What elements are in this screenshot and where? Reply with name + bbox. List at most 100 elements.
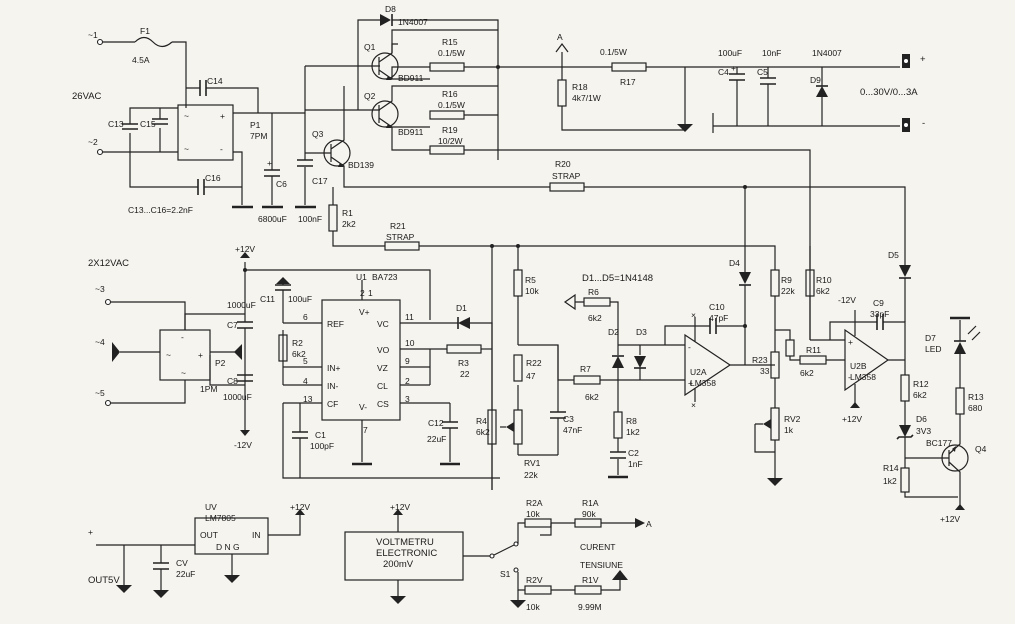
terminal-4-arrow	[112, 342, 120, 362]
c3-ref: C3	[563, 414, 574, 424]
r13-ref: R13	[968, 392, 984, 402]
q3-value: BD139	[348, 160, 374, 170]
svg-text:+: +	[198, 350, 203, 360]
opamp-u2b	[844, 328, 890, 392]
capacitor-c14	[199, 80, 207, 96]
r10-ref: R10	[816, 275, 832, 285]
svg-text:-: -	[848, 372, 851, 382]
rv1-value: 22k	[524, 470, 538, 480]
d2-ref: D2	[608, 327, 619, 337]
capacitor-c5	[760, 77, 776, 85]
capacitor-c2	[610, 451, 626, 459]
resistor-r8	[613, 411, 623, 439]
r20-ref: R20	[555, 159, 571, 169]
r7-ref: R7	[580, 364, 591, 374]
c17-value: 100nF	[298, 214, 322, 224]
terminal-2-label: ~2	[88, 137, 98, 147]
resistor-r13	[955, 387, 965, 415]
c17-ref: C17	[312, 176, 328, 186]
c1-ref: C1	[315, 430, 326, 440]
switch-s1	[493, 544, 515, 556]
regulator-5v: + OUT5V UV LM7805 OUT IN D N G +12V CV 2…	[88, 502, 310, 598]
r21-value: STRAP	[386, 232, 415, 242]
p2-value: 1PM	[200, 384, 217, 394]
svg-text:~: ~	[184, 144, 189, 154]
resistor-r10	[805, 269, 815, 297]
uv-value: LM7805	[205, 513, 236, 523]
resistor-r20	[549, 182, 585, 192]
terminal-5-label: ~5	[95, 388, 105, 398]
capacitor-c12	[442, 421, 458, 429]
d4-ref: D4	[729, 258, 740, 268]
s1-pos2: TENSIUNE	[580, 560, 623, 570]
resistor-r6	[583, 297, 611, 307]
c15-ref: C15	[140, 119, 156, 129]
r3-ref: R3	[458, 358, 469, 368]
ground-triangle	[563, 293, 576, 311]
resistor-r23	[770, 351, 780, 379]
c2-value: 1nF	[628, 459, 643, 469]
d7-value: LED	[925, 344, 942, 354]
svg-text:×: ×	[691, 400, 696, 410]
resistor-r7	[573, 375, 601, 385]
transistor-q2	[371, 100, 399, 128]
r11-value: 6k2	[800, 368, 814, 378]
diodes-note: D1...D5=1N4148	[582, 273, 653, 284]
r23-value: 33	[760, 366, 770, 376]
r2-ref: R2	[292, 338, 303, 348]
r1v-ref: R1V	[582, 575, 599, 585]
svg-text:V-: V-	[359, 402, 367, 412]
s1-ref: S1	[500, 569, 511, 579]
terminal-3-label: ~3	[95, 284, 105, 294]
r17-value: 0.1/5W	[600, 47, 627, 57]
r16-ref: R16	[442, 89, 458, 99]
svg-text:~: ~	[181, 368, 186, 378]
r12-value: 6k2	[913, 390, 927, 400]
d3-ref: D3	[636, 327, 647, 337]
q1-value: BD911	[398, 73, 424, 83]
r19-ref: R19	[442, 125, 458, 135]
svg-text:10: 10	[405, 338, 415, 348]
c10-ref: C10	[709, 302, 725, 312]
r9-value: 22k	[781, 286, 795, 296]
led-d7	[954, 342, 966, 354]
r12-ref: R12	[913, 379, 929, 389]
d8-value: 1N4007	[398, 17, 428, 27]
svg-text:5: 5	[303, 356, 308, 366]
svg-text:VZ: VZ	[377, 363, 388, 373]
u2a-ref: U2A	[690, 367, 707, 377]
diode-d1	[458, 317, 470, 329]
cv-ref: CV	[176, 558, 188, 568]
q2-ref: Q2	[364, 91, 376, 101]
uv-ref: UV	[205, 502, 217, 512]
svg-text:CL: CL	[377, 381, 388, 391]
ac-aux-label: 2X12VAC	[88, 258, 129, 269]
q2-value: BD911	[398, 127, 424, 137]
u2b-value: LM358	[850, 372, 876, 382]
testpoint-a	[555, 43, 569, 53]
testpoint-a-label: A	[557, 32, 563, 42]
r21-ref: R21	[390, 221, 406, 231]
capacitor-c8	[237, 374, 253, 382]
r6-value: 6k2	[588, 313, 602, 323]
c7-value: 1000uF	[227, 300, 256, 310]
svg-text:+: +	[848, 337, 853, 347]
svg-text:7: 7	[363, 425, 368, 435]
bridge-p1	[177, 104, 234, 161]
output-minus-label: -	[922, 118, 925, 129]
d7-ref: D7	[925, 333, 936, 343]
resistor-r1	[328, 204, 338, 232]
caps-note: C13...C16=2.2nF	[128, 205, 193, 215]
r23-ref: R23	[752, 355, 768, 365]
capacitor-c16	[197, 179, 205, 195]
capacitor-c3	[550, 411, 566, 419]
switch-s1-common	[489, 553, 495, 559]
svg-text:-: -	[220, 144, 223, 154]
f1-value: 4.5A	[132, 55, 150, 65]
resistor-r17	[611, 62, 647, 72]
capacitor-c13	[122, 123, 138, 130]
r19-value: 10/2W	[438, 136, 463, 146]
svg-text:V+: V+	[359, 307, 370, 317]
input-section: ~1 ~2 26VAC F1 4.5A ~+ ~- P1 7PM C13 C15…	[72, 26, 328, 224]
feedback-rails: R20 STRAP R1 2k2 R21 STRAP	[328, 159, 906, 270]
